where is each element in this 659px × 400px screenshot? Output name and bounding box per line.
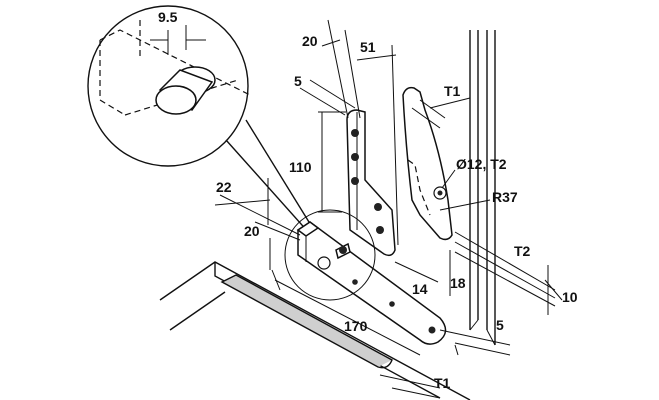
- dim-label-r37: R37: [492, 189, 518, 205]
- dim-label-51: 51: [360, 39, 376, 55]
- dim-label-t2-right: T2: [514, 243, 531, 259]
- dim-label-20-top: 20: [302, 33, 318, 49]
- dim-label-9-5: 9.5: [158, 9, 178, 25]
- dim-label-5-bottom: 5: [496, 317, 504, 333]
- dim-label-20-side: 20: [244, 223, 260, 239]
- dim-label-170: 170: [344, 318, 368, 334]
- dim-label-5-top: 5: [294, 73, 302, 89]
- base-bar: [296, 221, 447, 345]
- dim-label-t1-top: T1: [444, 83, 461, 99]
- dimension-lines: [150, 19, 563, 399]
- dim-label-18: 18: [450, 275, 466, 291]
- dim-label-110: 110: [289, 159, 312, 175]
- dim-label-t1-bottom: T1: [434, 375, 451, 391]
- hinge-plate: [346, 109, 396, 257]
- dim-label-22: 22: [216, 179, 232, 195]
- dim-label-14: 14: [412, 281, 428, 297]
- dim-label-10: 10: [562, 289, 578, 305]
- detail-magnifier: [87, 5, 336, 263]
- dim-label-d12-t2: Ø12, T2: [456, 156, 507, 172]
- curved-arm: [402, 86, 453, 241]
- cabinet-outline: [159, 30, 496, 400]
